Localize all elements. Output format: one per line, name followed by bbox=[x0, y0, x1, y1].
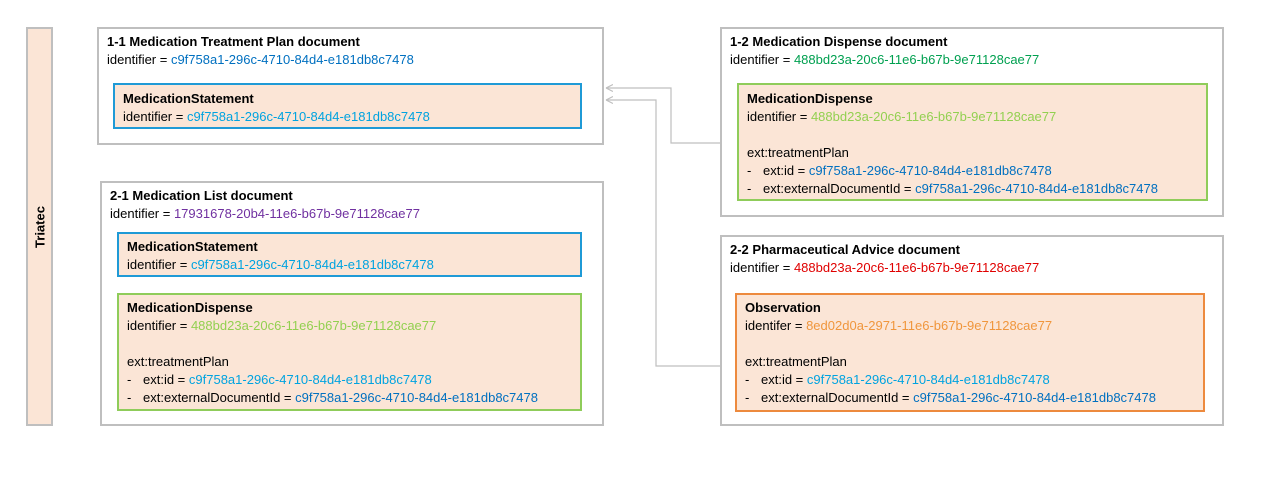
ext-external-document-id-value: c9f758a1-296c-4710-84d4-e181db8c7478 bbox=[915, 181, 1158, 196]
ext-id-value: c9f758a1-296c-4710-84d4-e181db8c7478 bbox=[806, 372, 1050, 387]
connector-observation-to-plan bbox=[606, 100, 735, 367]
document-identifier-row: identifier = 488bd23a-20c6-11e6-b67b-9e7… bbox=[730, 260, 1040, 275]
ext-id-row: -ext:id = c9f758a1-296c-4710-84d4-e181db… bbox=[745, 372, 1050, 387]
medication-dispense-box: MedicationDispense identifier = 488bd23a… bbox=[737, 83, 1208, 201]
medication-dispense-box: MedicationDispense identifier = 488bd23a… bbox=[117, 293, 582, 411]
document-identifier-row: identifier = c9f758a1-296c-4710-84d4-e18… bbox=[107, 52, 414, 67]
ext-external-document-id-row: -ext:externalDocumentId = c9f758a1-296c-… bbox=[747, 181, 1158, 196]
document-title: 1-2 Medication Dispense document bbox=[730, 34, 948, 49]
document-identifier: 488bd23a-20c6-11e6-b67b-9e71128cae77 bbox=[793, 260, 1040, 275]
resource-identifier-row: identifier = 488bd23a-20c6-11e6-b67b-9e7… bbox=[127, 318, 437, 333]
resource-identifier-row: identifier = c9f758a1-296c-4710-84d4-e18… bbox=[123, 109, 430, 124]
resource-identifier-row: identifier = 488bd23a-20c6-11e6-b67b-9e7… bbox=[747, 109, 1057, 124]
document-identifier: c9f758a1-296c-4710-84d4-e181db8c7478 bbox=[170, 52, 414, 67]
resource-title: MedicationDispense bbox=[747, 91, 873, 106]
ext-treatment-plan-label: ext:treatmentPlan bbox=[745, 354, 847, 369]
ext-treatment-plan-label: ext:treatmentPlan bbox=[747, 145, 849, 160]
document-identifier-row: identifier = 488bd23a-20c6-11e6-b67b-9e7… bbox=[730, 52, 1040, 67]
resource-title: MedicationDispense bbox=[127, 300, 253, 315]
medication-statement-box: MedicationStatement identifier = c9f758a… bbox=[117, 232, 582, 277]
resource-title: Observation bbox=[745, 300, 821, 315]
ext-external-document-id-value: c9f758a1-296c-4710-84d4-e181db8c7478 bbox=[295, 390, 538, 405]
document-identifier: 17931678-20b4-11e6-b67b-9e71128cae77 bbox=[173, 206, 420, 221]
resource-identifier: 488bd23a-20c6-11e6-b67b-9e71128cae77 bbox=[190, 318, 437, 333]
resource-identifier: 488bd23a-20c6-11e6-b67b-9e71128cae77 bbox=[810, 109, 1057, 124]
resource-title: MedicationStatement bbox=[127, 239, 258, 254]
resource-title: MedicationStatement bbox=[123, 91, 254, 106]
ext-id-value: c9f758a1-296c-4710-84d4-e181db8c7478 bbox=[188, 372, 432, 387]
resource-identifier: 8ed02d0a-2971-11e6-b67b-9e71128cae77 bbox=[806, 318, 1053, 333]
connector-dispense-to-plan bbox=[606, 88, 737, 144]
ext-external-document-id-value: c9f758a1-296c-4710-84d4-e181db8c7478 bbox=[913, 390, 1156, 405]
ext-treatment-plan-label: ext:treatmentPlan bbox=[127, 354, 229, 369]
document-identifier-row: identifier = 17931678-20b4-11e6-b67b-9e7… bbox=[110, 206, 420, 221]
resource-identifier: c9f758a1-296c-4710-84d4-e181db8c7478 bbox=[186, 109, 430, 124]
swimlane-triatec: Triatec bbox=[26, 27, 53, 426]
resource-identifier-row: identifier = c9f758a1-296c-4710-84d4-e18… bbox=[127, 257, 434, 272]
medication-statement-box: MedicationStatement identifier = c9f758a… bbox=[113, 83, 582, 129]
document-identifier: 488bd23a-20c6-11e6-b67b-9e71128cae77 bbox=[793, 52, 1040, 67]
resource-identifier-row: identifer = 8ed02d0a-2971-11e6-b67b-9e71… bbox=[745, 318, 1053, 333]
resource-identifier: c9f758a1-296c-4710-84d4-e181db8c7478 bbox=[190, 257, 434, 272]
ext-external-document-id-row: -ext:externalDocumentId = c9f758a1-296c-… bbox=[127, 390, 538, 405]
ext-id-row: -ext:id = c9f758a1-296c-4710-84d4-e181db… bbox=[747, 163, 1052, 178]
ext-external-document-id-row: -ext:externalDocumentId = c9f758a1-296c-… bbox=[745, 390, 1156, 405]
document-title: 1-1 Medication Treatment Plan document bbox=[107, 34, 360, 49]
ext-id-value: c9f758a1-296c-4710-84d4-e181db8c7478 bbox=[808, 163, 1052, 178]
observation-box: Observation identifer = 8ed02d0a-2971-11… bbox=[735, 293, 1205, 412]
ext-id-row: -ext:id = c9f758a1-296c-4710-84d4-e181db… bbox=[127, 372, 432, 387]
document-title: 2-1 Medication List document bbox=[110, 188, 293, 203]
document-title: 2-2 Pharmaceutical Advice document bbox=[730, 242, 960, 257]
